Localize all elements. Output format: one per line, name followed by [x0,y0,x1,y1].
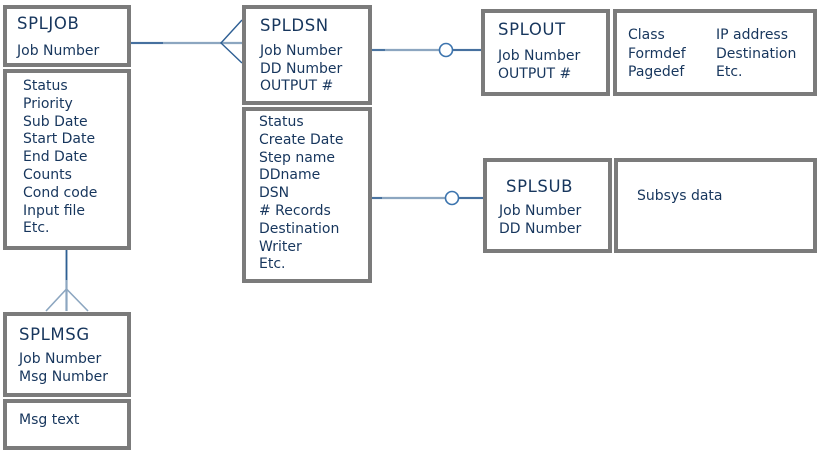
entity-title: SPLOUT [498,20,566,39]
attribute-field: Status [259,114,304,130]
entity-splmsg-attributes: Msg text [3,399,131,450]
attribute-field: Destination [716,45,797,62]
optional-circle-icon [444,190,460,206]
attribute-field: Pagedef [628,64,685,80]
attribute-field: Input file [23,202,86,219]
entity-splout-attributes: Class Formdef Pagedef IP address Destina… [613,9,817,96]
attribute-field: Create Date [259,131,344,148]
attribute-field: DDname [259,167,321,184]
connector-spljob-splmsg [45,250,89,312]
attribute-field: Cond code [23,184,98,201]
key-field: Msg Number [19,368,108,385]
attribute-field: Sub Date [23,113,88,130]
entity-splout-header: SPLOUT Job Number OUTPUT # [481,9,610,96]
attribute-field: Etc. [259,256,286,273]
attribute-field: Etc. [23,220,50,237]
attribute-field: Step name [259,149,336,166]
key-field: Job Number [17,43,100,59]
entity-title: SPLMSG [19,325,90,344]
attribute-field: Start Date [23,131,96,148]
attribute-field: Counts [23,166,72,183]
entity-spljob-attributes: Status Priority Sub Date Start Date End … [3,69,131,250]
optional-circle-icon [438,42,454,58]
crow-foot-icon [45,287,89,312]
entity-splsub-attributes: Subsys data [614,158,817,253]
key-field: Job Number [498,48,581,64]
entity-title: SPLSUB [506,177,574,196]
attribute-field: DSN [259,185,290,202]
attribute-field: Subsys data [637,188,723,204]
attribute-field: Formdef [628,45,686,62]
attribute-field: Status [23,78,68,94]
attribute-field: Destination [259,220,340,237]
attribute-field: Class [628,27,665,43]
attribute-field: End Date [23,149,88,166]
attribute-field: IP address [716,27,789,43]
key-field: OUTPUT # [498,65,572,82]
connector-spldsn-splout [372,42,481,58]
attribute-field: # Records [259,202,331,219]
key-field: Job Number [499,203,582,219]
attribute-field: Priority [23,95,73,112]
entity-title: SPLDSN [260,16,329,35]
entity-spldsn-header: SPLDSN Job Number DD Number OUTPUT # [242,5,372,105]
connector-spldsn-splsub [372,190,483,206]
attribute-field: Msg text [19,412,80,428]
attribute-field: Etc. [716,64,743,80]
key-field: DD Number [499,220,582,237]
entity-spljob-header: SPLJOB Job Number [3,5,131,67]
connector-spljob-spldsn [131,19,243,64]
key-field: Job Number [260,43,343,59]
key-field: Job Number [19,351,102,367]
entity-splsub-header: SPLSUB Job Number DD Number [483,158,612,253]
crow-foot-icon [220,19,243,64]
attribute-field: Writer [259,238,302,255]
key-field: OUTPUT # [260,78,334,94]
key-field: DD Number [260,60,343,77]
entity-title: SPLJOB [17,14,80,33]
entity-spldsn-attributes: Status Create Date Step name DDname DSN … [242,107,372,283]
entity-splmsg-header: SPLMSG Job Number Msg Number [3,312,131,397]
